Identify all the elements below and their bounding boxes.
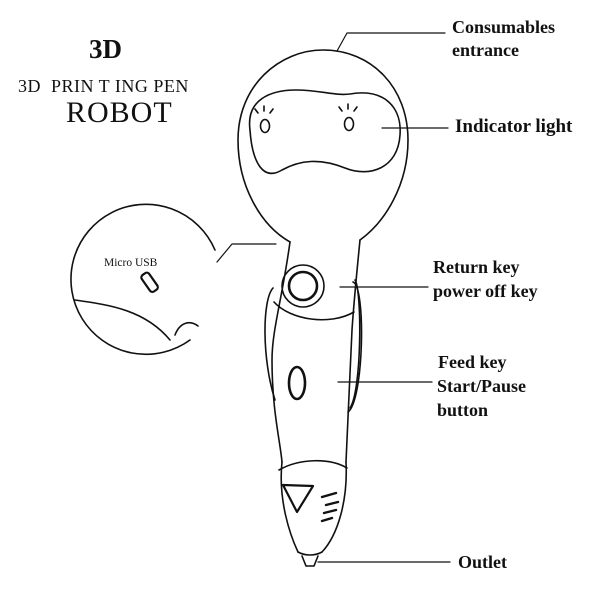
- title-3d: 3D: [89, 34, 122, 64]
- label-power-off-key: power off key: [433, 281, 538, 301]
- micro-usb-inset: [70, 203, 216, 356]
- label-return-key: Return key: [433, 257, 520, 277]
- left-side-panel: [264, 287, 276, 401]
- label-consumables-2: entrance: [452, 40, 519, 60]
- leader-lines: [216, 32, 451, 563]
- grip-ridges: [320, 491, 340, 523]
- label-indicator-light: Indicator light: [455, 116, 573, 137]
- triangle-arrow-icon: [281, 483, 315, 514]
- robot-head-outline: [237, 49, 409, 243]
- label-start-pause: Start/Pause: [437, 376, 526, 396]
- shoulder-curve: [273, 301, 355, 321]
- return-power-key: [281, 264, 325, 308]
- subtitle: 3D PRIN T ING PEN: [18, 76, 189, 96]
- indicator-light-right-icon: [338, 103, 358, 132]
- nozzle-cap-band: [278, 459, 348, 471]
- product-name: ROBOT: [66, 96, 173, 129]
- feed-key: [287, 365, 307, 401]
- indicator-light-left-icon: [254, 105, 274, 134]
- micro-usb-port-icon: [140, 271, 159, 293]
- outlet-nozzle: [301, 555, 319, 567]
- label-button: button: [437, 400, 489, 420]
- label-outlet: Outlet: [458, 552, 507, 572]
- pen-body-outline: [271, 241, 291, 463]
- label-micro-usb: Micro USB: [104, 257, 158, 269]
- label-feed-key: Feed key: [438, 352, 507, 372]
- label-consumables: Consumables: [452, 17, 556, 37]
- face-visor: [248, 89, 401, 175]
